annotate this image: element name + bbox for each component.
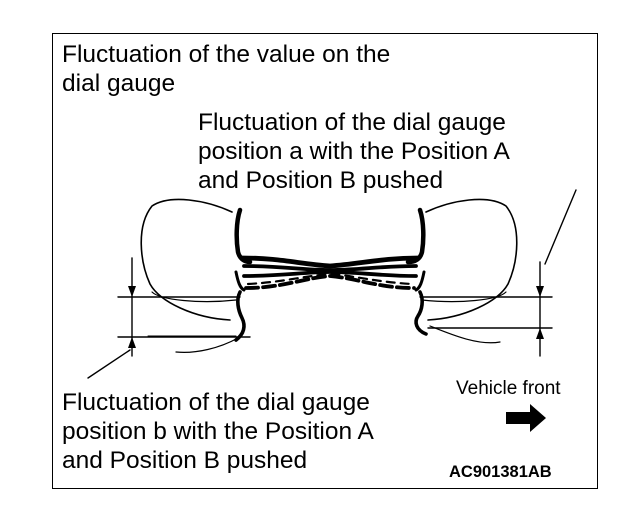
left-dim-arrow-down	[128, 286, 136, 297]
title-line-2: dial gauge	[62, 70, 176, 97]
title-line-1: Fluctuation of the value on the	[62, 41, 391, 68]
right-knuckle-upper	[405, 207, 426, 265]
axle-beam-lower-dashed	[244, 274, 416, 290]
right-tire-outline	[425, 198, 518, 321]
figure-code: AC901381AB	[449, 463, 552, 481]
right-tire-lower-curve	[421, 291, 507, 303]
leader-line-a	[544, 189, 577, 265]
left-tire-outline	[140, 198, 233, 321]
arrow-right-icon	[506, 404, 546, 432]
left-knuckle-lower	[234, 290, 246, 342]
right-knuckle-lower	[414, 290, 428, 336]
leader-line-b	[87, 349, 131, 379]
left-tire-bottom-curve	[175, 337, 239, 353]
axle-beam-upper	[239, 255, 421, 269]
label-position-a: Fluctuation of the dial gauge position a…	[198, 108, 510, 195]
label-a-line-3: and Position B pushed	[198, 167, 444, 194]
left-dim-arrow-up	[128, 337, 136, 348]
label-a-line-2: position a with the Position A	[198, 138, 510, 165]
left-knuckle-upper	[234, 207, 253, 265]
right-knuckle-mid	[414, 270, 426, 292]
label-position-b: Fluctuation of the dial gauge position b…	[62, 388, 374, 475]
diagram-frame	[52, 33, 598, 489]
label-b-line-2: position b with the Position A	[62, 418, 374, 445]
left-knuckle-mid	[234, 270, 246, 292]
axle-beam-lower	[242, 270, 418, 278]
diagram-title: Fluctuation of the value on the dial gau…	[62, 40, 390, 98]
axle-beam-lower-2	[246, 272, 414, 286]
right-dim-arrow-down	[536, 286, 544, 297]
label-a-line-1: Fluctuation of the dial gauge	[198, 109, 506, 136]
left-tire-lower-curve	[151, 291, 237, 303]
label-b-line-3: and Position B pushed	[62, 447, 308, 474]
label-b-line-1: Fluctuation of the dial gauge	[62, 389, 370, 416]
vehicle-front-label: Vehicle front	[456, 378, 561, 399]
right-dim-arrow-up	[536, 328, 544, 339]
axle-beam-upper-2	[242, 264, 418, 272]
